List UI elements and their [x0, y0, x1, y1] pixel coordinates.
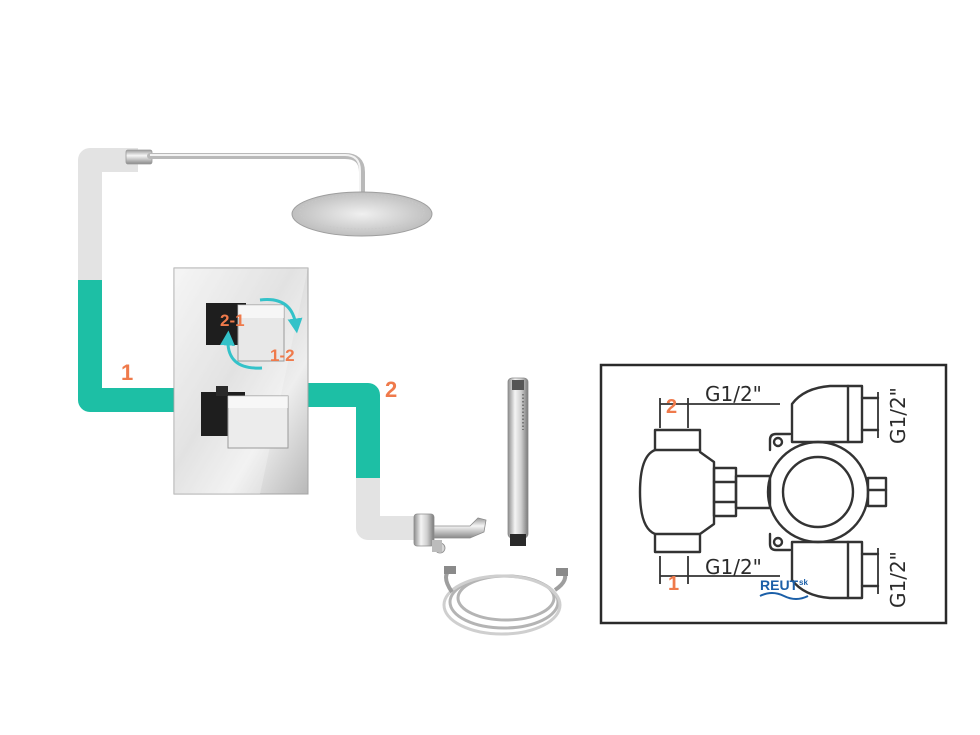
- rotation-label-1-2: 1-2: [270, 346, 295, 365]
- valve-body-drawing: [638, 384, 888, 600]
- rotation-label-2-1: 2-1: [220, 311, 245, 330]
- pipe-inlet-1: [78, 280, 178, 412]
- drawing-port-2-label: 2: [666, 396, 677, 418]
- drawing-right-bottom-thread-label: G1/2": [886, 551, 910, 608]
- pipe-lower-idle: [356, 478, 420, 540]
- technical-drawing: 2 G1/2" 1 G1/2" G1/2" G1/2" REUT sk: [599, 363, 948, 625]
- logo-wave-icon: [759, 592, 809, 600]
- rotation-arrow-top-icon: [259, 298, 303, 334]
- hand-shower-icon: [507, 377, 529, 546]
- thermostat-knob[interactable]: [201, 386, 289, 449]
- inlet-1-label: 1: [121, 360, 133, 385]
- pipe-group: [78, 148, 420, 540]
- inlet-2-label: 2: [385, 377, 397, 402]
- drawing-bottom-thread-label: G1/2": [705, 555, 762, 579]
- pipe-upper-idle: [78, 148, 138, 280]
- hose-icon: [442, 566, 568, 636]
- drawing-frame: [599, 363, 948, 625]
- logo-text: REUT: [760, 577, 799, 593]
- reut-logo: REUT sk: [759, 577, 809, 600]
- dimension-lines: [659, 392, 879, 594]
- drawing-port-1-label: 1: [668, 573, 679, 595]
- shower-head-icon: [125, 149, 433, 237]
- logo-suffix: sk: [799, 578, 808, 587]
- pipe-outlet-2: [305, 383, 380, 478]
- drawing-right-top-thread-label: G1/2": [886, 387, 910, 444]
- wall-outlet-icon: [413, 513, 487, 554]
- thermostatic-mixer-icon: [173, 267, 309, 495]
- drawing-top-thread-label: G1/2": [705, 382, 762, 406]
- diverter-knob[interactable]: [206, 303, 285, 362]
- rotation-arrow-bottom-icon: [220, 330, 263, 370]
